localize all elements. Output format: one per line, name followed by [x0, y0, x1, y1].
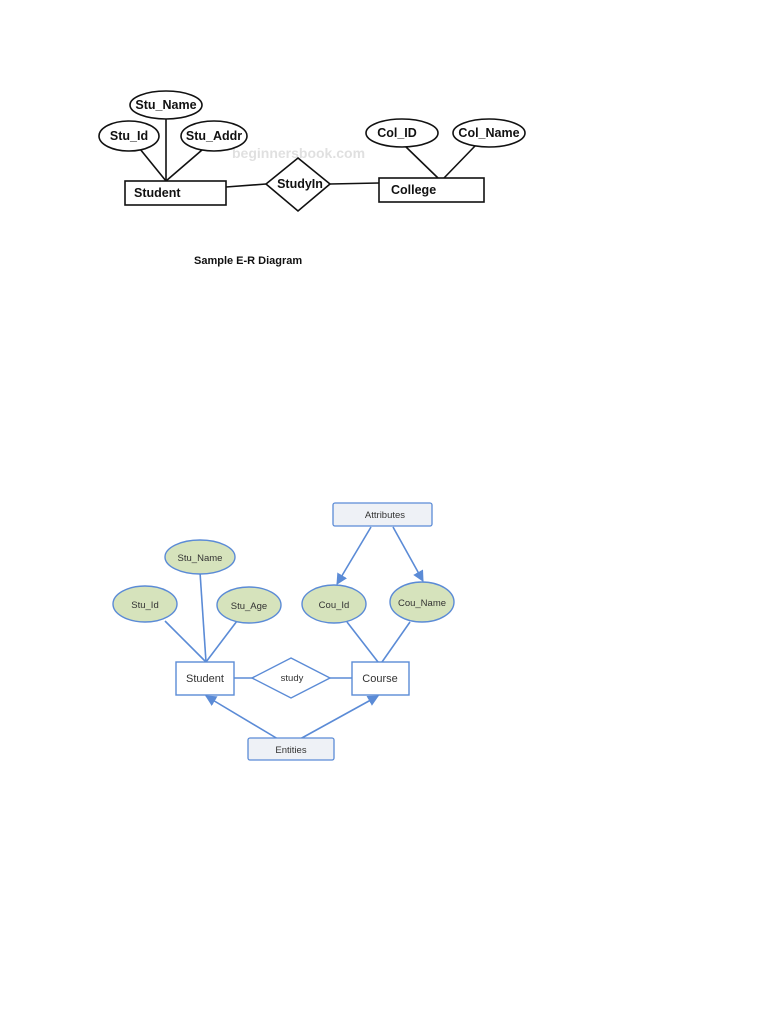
attribute-cou-id-label: Cou_Id — [319, 600, 350, 611]
connector-stu-addr — [165, 149, 203, 182]
attribute-stu-addr-label: Stu_Addr — [186, 129, 242, 143]
diagram2-connectors — [164, 571, 411, 679]
connector-stu-id — [139, 148, 167, 182]
diagram2-arrows — [205, 526, 424, 740]
attribute-stu-id: Stu_Id — [98, 120, 160, 152]
entity-student: Student — [124, 180, 227, 206]
attribute-cou-id: Cou_Id — [301, 584, 367, 624]
attribute-stu-age: Stu_Age — [216, 586, 282, 624]
connector-stu-name-2 — [199, 571, 207, 663]
watermark-text: beginnersbook.com — [232, 145, 365, 161]
attributes-label-box: Attributes — [332, 502, 433, 527]
attribute-stu-name: Stu_Name — [129, 90, 203, 120]
attribute-stu-name-2: Stu_Name — [164, 539, 236, 575]
attribute-stu-name-label: Stu_Name — [135, 98, 196, 112]
attribute-stu-addr: Stu_Addr — [180, 120, 248, 152]
attributes-label: Attributes — [365, 510, 405, 521]
arrow-attributes-to-cou-name — [392, 526, 424, 582]
attribute-stu-id-label: Stu_Id — [110, 129, 148, 143]
er-diagram-sample: beginnersbook.com Stu_Name Stu_Id Stu_Ad… — [98, 90, 526, 267]
attribute-col-name: Col_Name — [452, 118, 526, 148]
attribute-cou-name-label: Cou_Name — [398, 598, 446, 609]
arrow-entities-to-course — [299, 695, 379, 740]
arrow-entities-to-student — [205, 695, 279, 740]
attribute-stu-age-label: Stu_Age — [231, 601, 267, 612]
connector-student-studyin — [225, 183, 267, 188]
entities-label: Entities — [275, 745, 306, 756]
attribute-stu-name-2-label: Stu_Name — [178, 553, 223, 564]
entity-student-label: Student — [134, 186, 181, 200]
connector-cou-name — [381, 621, 411, 663]
diagram1-connectors — [139, 117, 476, 188]
diagram-caption: Sample E-R Diagram — [194, 255, 302, 267]
er-diagram-student-course: Attributes Entities Stu_Name Stu_Id Stu_… — [112, 502, 455, 761]
attribute-stu-id-2-label: Stu_Id — [131, 600, 158, 611]
connector-cou-id — [346, 621, 379, 663]
attribute-col-id-label: Col_ID — [377, 126, 417, 140]
connector-stu-age — [205, 620, 238, 663]
entity-course: Course — [351, 661, 410, 696]
connector-studyin-college — [329, 182, 380, 185]
relationship-study-label: study — [281, 673, 304, 684]
connector-col-name — [443, 145, 476, 179]
attribute-col-id: Col_ID — [365, 118, 439, 148]
entities-label-box: Entities — [247, 737, 335, 761]
entity-student-2-label: Student — [186, 673, 224, 685]
entity-college: College — [378, 177, 485, 203]
entity-college-label: College — [391, 183, 436, 197]
arrow-attributes-to-cou-id — [336, 526, 372, 585]
relationship-studyin-label: StudyIn — [277, 177, 323, 191]
entity-course-label: Course — [362, 673, 397, 685]
relationship-studyin: StudyIn — [264, 156, 332, 213]
connector-col-id — [404, 145, 439, 179]
attribute-cou-name: Cou_Name — [389, 581, 455, 623]
attribute-stu-id-2: Stu_Id — [112, 585, 178, 623]
relationship-study: study — [250, 657, 332, 699]
connector-stu-id-2 — [164, 620, 207, 663]
entity-student-2: Student — [175, 661, 235, 696]
attribute-col-name-label: Col_Name — [458, 126, 519, 140]
